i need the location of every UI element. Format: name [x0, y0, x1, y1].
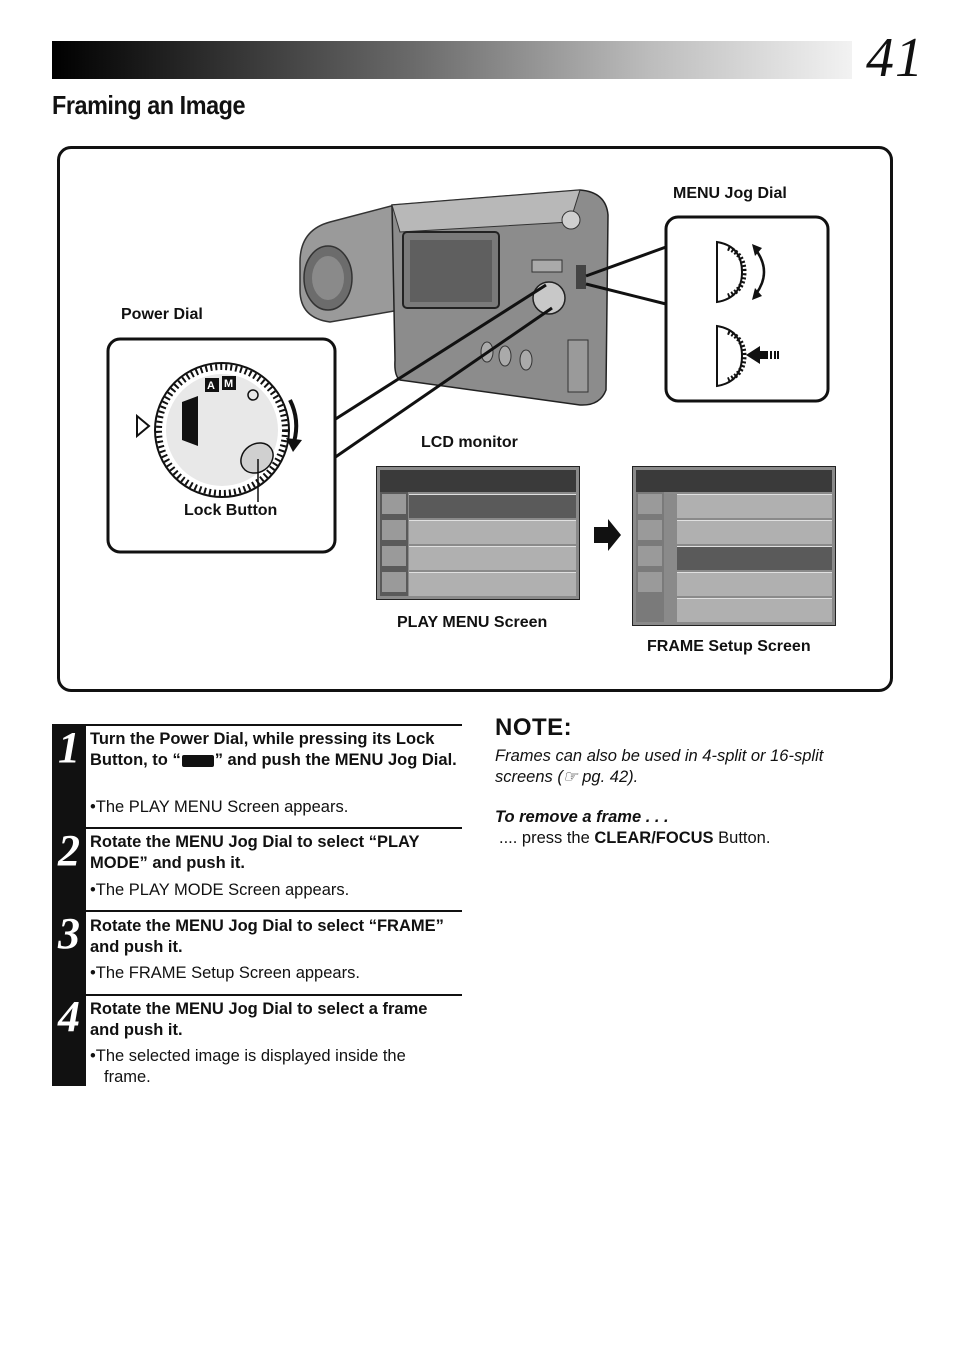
note-action-prefix: .... press the	[499, 829, 595, 847]
step-3-instruction: Rotate the MENU Jog Dial to select “FRAM…	[90, 917, 444, 956]
step-2-result: •The PLAY MODE Screen appears.	[90, 881, 350, 899]
note-text: Frames can also be used in 4-split or 16…	[495, 746, 875, 788]
frame-setup-screen	[632, 466, 836, 626]
clear-focus-button-name: CLEAR/FOCUS	[594, 829, 714, 847]
power-dial-pointer-line	[333, 283, 547, 422]
dial-mark-a: A	[207, 380, 215, 392]
step-divider	[86, 994, 462, 996]
menu-row	[677, 598, 832, 622]
step-number: 4	[58, 992, 80, 1041]
menu-icon	[638, 546, 662, 566]
right-arrow-icon	[594, 519, 621, 551]
step-number: 1	[58, 723, 80, 772]
menu-row	[409, 572, 576, 596]
step-divider	[86, 910, 462, 912]
lcd-monitor-label: LCD monitor	[421, 434, 518, 451]
menu-row	[677, 520, 832, 544]
play-mode-dial-icon	[181, 754, 214, 767]
note-action: .... press the CLEAR/FOCUS Button.	[499, 829, 770, 848]
dial-index-triangle	[136, 413, 151, 439]
menu-row	[677, 572, 832, 596]
steps-sidebar	[52, 724, 86, 1086]
jog-dial-push	[716, 324, 747, 388]
page-title: Framing an Image	[52, 90, 246, 120]
menu-icon	[382, 520, 406, 540]
jog-dial-pointer-line	[585, 245, 667, 278]
jog-dial-rotate	[716, 240, 747, 304]
camera-body	[299, 189, 609, 406]
menu-icon	[638, 572, 662, 592]
step-4-result: •The selected image is displayed inside …	[90, 1047, 406, 1086]
step-1-instruction: Turn the Power Dial, while pressing its …	[90, 729, 460, 771]
step-3-result: •The FRAME Setup Screen appears.	[90, 964, 360, 982]
step-1-result: •The PLAY MENU Screen appears.	[90, 798, 349, 816]
note-heading: NOTE:	[495, 714, 573, 741]
step-4-instruction: Rotate the MENU Jog Dial to select a fra…	[90, 1000, 428, 1039]
step-1-instruction-end: ” and push the MENU Jog Dial.	[214, 751, 457, 769]
step-number: 3	[58, 909, 80, 958]
menu-icon	[638, 494, 662, 514]
menu-icon	[382, 494, 406, 514]
screen-title-bar	[636, 470, 832, 492]
menu-icon	[638, 520, 662, 540]
screen-icon-column	[380, 492, 408, 596]
play-menu-screen	[376, 466, 580, 600]
rotation-arrow-icon	[286, 399, 302, 452]
power-dial-pointer-line	[333, 306, 553, 460]
menu-row-selected	[409, 494, 576, 518]
lock-button-label: Lock Button	[184, 502, 278, 519]
power-dial-label: Power Dial	[121, 306, 203, 323]
page-number: 41	[866, 27, 924, 89]
jog-dial-inset	[664, 215, 830, 403]
screen-icon-column	[636, 492, 664, 622]
note-text-end: pg. 42).	[577, 768, 639, 786]
menu-row	[677, 494, 832, 518]
step-2-instruction: Rotate the MENU Jog Dial to select “PLAY…	[90, 833, 420, 872]
push-arrow-icon	[746, 346, 779, 364]
menu-icon	[382, 546, 406, 566]
power-dial	[154, 362, 290, 498]
step-divider	[86, 827, 462, 829]
jog-dial-pointer-line	[585, 282, 667, 306]
screen-title-bar	[380, 470, 576, 492]
play-menu-screen-label: PLAY MENU Screen	[397, 614, 548, 631]
note-action-suffix: Button.	[713, 829, 771, 847]
step-1-instruction-start: Turn the Power Dial, while pressing its …	[90, 730, 435, 769]
figure-frame	[57, 146, 893, 692]
menu-icon	[382, 572, 406, 592]
frame-setup-screen-label: FRAME Setup Screen	[647, 638, 811, 655]
pointing-hand-icon: ☞	[562, 768, 578, 786]
header-gradient-bar	[52, 41, 852, 79]
dial-mark-m: M	[224, 378, 233, 390]
note-text-start: Frames can also be used in 4-split or 16…	[495, 747, 824, 786]
menu-row	[409, 520, 576, 544]
menu-row-selected	[677, 546, 832, 570]
step-number: 2	[58, 826, 80, 875]
menu-jog-dial-label: MENU Jog Dial	[673, 185, 787, 202]
rotate-arrows-icon	[752, 244, 766, 300]
menu-row	[409, 546, 576, 570]
note-subheading: To remove a frame . . .	[495, 808, 669, 826]
step-divider	[86, 724, 462, 726]
